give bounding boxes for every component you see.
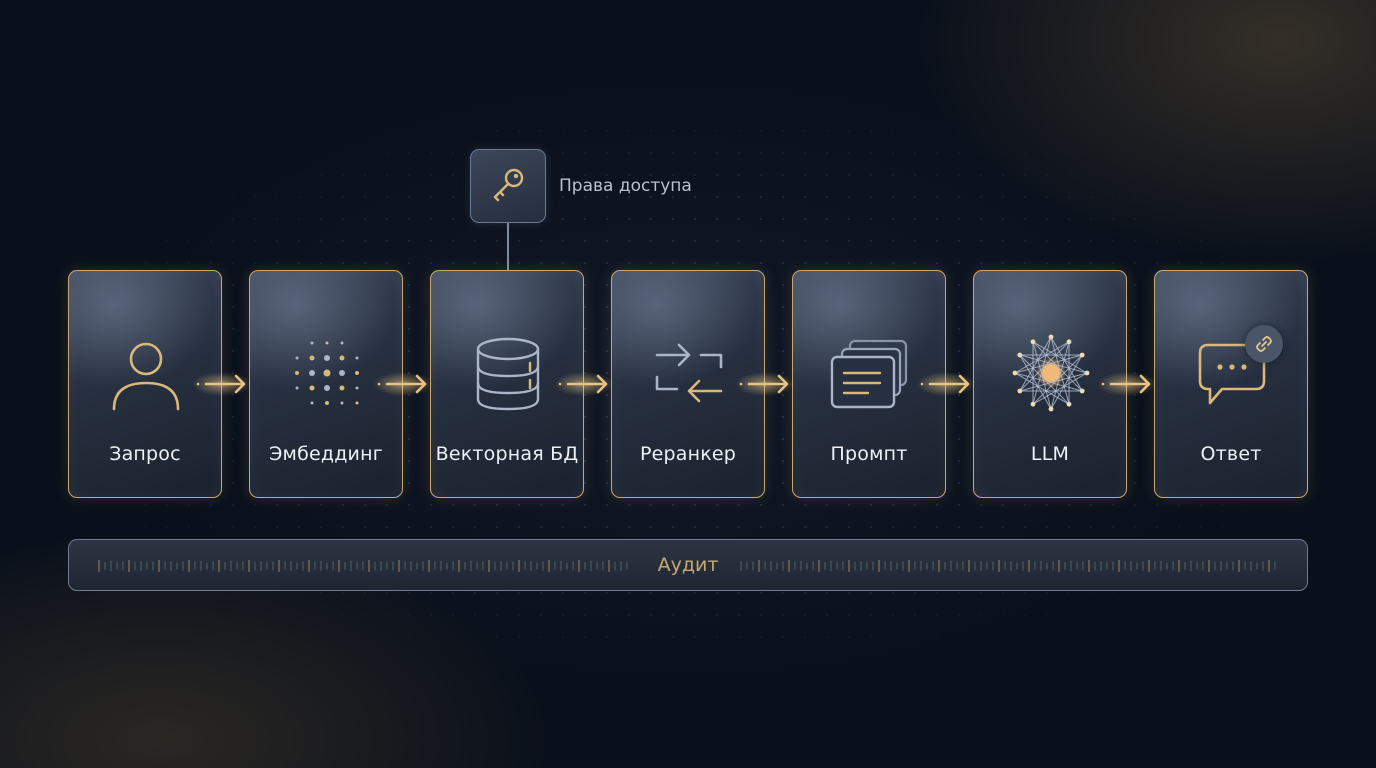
step-label: Эмбеддинг	[269, 443, 383, 465]
step-label: Векторная БД	[435, 443, 579, 465]
flow-arrow	[916, 370, 976, 398]
flow-arrow	[554, 370, 614, 398]
step-label: Ответ	[1200, 443, 1262, 465]
audit-bar[interactable]: Аудит	[68, 539, 1308, 591]
step-card-request[interactable]: Запрос	[68, 270, 222, 498]
step-label: Промпт	[830, 443, 908, 465]
audit-ticks	[98, 560, 1276, 572]
access-rights-label: Права доступа	[559, 176, 692, 196]
chat-bubble-icon	[1198, 343, 1266, 405]
stacked-cards-icon	[830, 339, 908, 409]
key-icon	[493, 168, 524, 202]
step-card-answer[interactable]: Ответ	[1154, 270, 1308, 498]
audit-label: Аудит	[657, 554, 719, 576]
dot-matrix-icon	[295, 341, 359, 405]
swap-arrows-icon	[655, 343, 723, 403]
user-icon	[112, 342, 180, 411]
access-rights-box[interactable]	[470, 149, 546, 223]
step-label: Запрос	[109, 443, 181, 465]
access-connector-line	[507, 223, 509, 270]
step-label: LLM	[1030, 443, 1070, 465]
network-star-icon	[1012, 334, 1090, 412]
database-icon	[476, 337, 540, 411]
flow-arrow	[373, 370, 433, 398]
step-label: Реранкер	[639, 443, 737, 465]
flow-arrow	[735, 370, 795, 398]
flow-arrow	[192, 370, 252, 398]
flow-arrow	[1097, 370, 1157, 398]
link-badge[interactable]	[1245, 325, 1283, 363]
link-icon	[1256, 336, 1272, 352]
